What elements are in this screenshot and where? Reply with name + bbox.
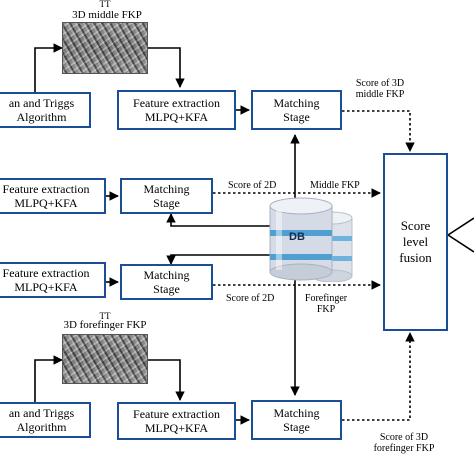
forefinger-line1: Forefinger (304, 293, 348, 304)
algorithm-bottom-line2: Algorithm (16, 420, 67, 434)
middle-image-caption: 3D middle FKP (72, 9, 142, 21)
ms-mid1-line1: Matching (143, 182, 190, 196)
algorithm-top-line1: an and Triggs (8, 96, 75, 110)
fusion-line3: fusion (399, 250, 432, 265)
ms-bottom-line2: Stage (283, 420, 310, 434)
algorithm-top-line2: Algorithm (16, 110, 67, 124)
fe-top-line1: Feature extraction (133, 96, 220, 110)
fore-image-caption: 3D forefinger FKP (63, 319, 147, 331)
ms-mid2-line2: Stage (153, 282, 180, 296)
fusion-output-arrow (447, 217, 474, 253)
fore-image-header: TT (99, 311, 111, 321)
arrow-algo-to-fore-image (34, 355, 63, 402)
score-3d-middle-line1: Score of 3D (355, 78, 405, 89)
db-label: DB (289, 231, 305, 243)
arrow-middle-image-to-fe (148, 47, 185, 88)
score-3d-middle-label: Score of 3D middle FKP (338, 78, 422, 100)
score-3d-fore-label: Score of 3D forefinger FKP (358, 432, 450, 454)
database-icon (269, 197, 353, 282)
algorithm-bottom-line1: an and Triggs (8, 406, 75, 420)
feature-extraction-box-bottom: Feature extraction MLPQ+KFA (117, 402, 236, 440)
matching-stage-box-top: Matching Stage (251, 90, 342, 130)
middle-fkp-image (62, 22, 148, 74)
forefinger-fkp-label: Forefinger FKP (296, 293, 356, 315)
fe-top-line2: MLPQ+KFA (144, 110, 209, 124)
fe-bottom-line1: Feature extraction (133, 407, 220, 421)
matching-stage-box-mid2: Matching Stage (120, 264, 213, 300)
arrow-algo-to-middle-image (34, 43, 63, 92)
fusion-line1: Score (400, 218, 431, 233)
matching-stage-box-bottom: Matching Stage (251, 400, 342, 440)
fe-bottom-line2: MLPQ+KFA (144, 421, 209, 435)
fe-mid1-line1: Feature extraction (2, 182, 90, 196)
score-2d-label-a: Score of 2D (228, 180, 277, 191)
feature-extraction-box-top: Feature extraction MLPQ+KFA (117, 90, 236, 130)
middle-image-header: TT (99, 0, 111, 9)
fusion-line2: level (402, 234, 429, 249)
forefinger-line2: FKP (316, 304, 336, 315)
feature-extraction-box-mid2: Feature extraction MLPQ+KFA (0, 262, 106, 298)
ms-bottom-line1: Matching (273, 406, 320, 420)
arrow-db-to-matching-mid1 (166, 213, 272, 227)
feature-extraction-box-mid1: Feature extraction MLPQ+KFA (0, 178, 106, 214)
fe-mid2-line2: MLPQ+KFA (14, 280, 78, 294)
score-3d-middle-line2: middle FKP (355, 89, 405, 100)
fore-fkp-image (62, 334, 148, 384)
arrow-db-to-matching-mid2 (166, 254, 272, 265)
ms-mid2-line1: Matching (143, 268, 190, 282)
score-path-3d-fore (342, 332, 415, 421)
algorithm-box-top: an and Triggs Algorithm (0, 92, 91, 128)
fe-mid2-line1: Feature extraction (2, 266, 90, 280)
algorithm-box-bottom: an and Triggs Algorithm (0, 402, 91, 438)
score-2d-label-b: Score of 2D (226, 293, 275, 304)
matching-stage-box-mid1: Matching Stage (120, 178, 213, 214)
score-level-fusion-box: Score level fusion (383, 153, 448, 331)
ms-mid1-line2: Stage (153, 196, 180, 210)
score-3d-fore-line2: forefinger FKP (373, 443, 435, 454)
fe-mid1-line2: MLPQ+KFA (14, 196, 78, 210)
score-path-3d-middle (342, 110, 415, 152)
score-3d-fore-line1: Score of 3D (379, 432, 429, 443)
arrow-fore-image-to-fe (148, 359, 185, 401)
ms-top-line1: Matching (273, 96, 320, 110)
ms-top-line2: Stage (283, 110, 310, 124)
middle-fkp-label: Middle FKP (310, 180, 360, 191)
